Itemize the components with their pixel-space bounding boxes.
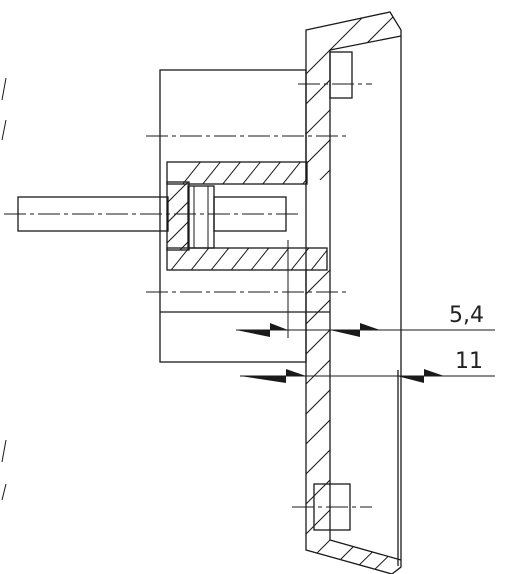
dimension-lines bbox=[236, 240, 495, 383]
hub-hatched-section bbox=[166, 161, 328, 271]
hub-body bbox=[146, 69, 350, 363]
shaft bbox=[4, 196, 300, 232]
dimension-label-5-4: 5,4 bbox=[449, 303, 484, 328]
pin bbox=[187, 185, 287, 249]
left-edge-marks bbox=[1, 77, 7, 501]
flange-screws bbox=[292, 51, 372, 531]
dimension-label-11: 11 bbox=[455, 349, 483, 374]
